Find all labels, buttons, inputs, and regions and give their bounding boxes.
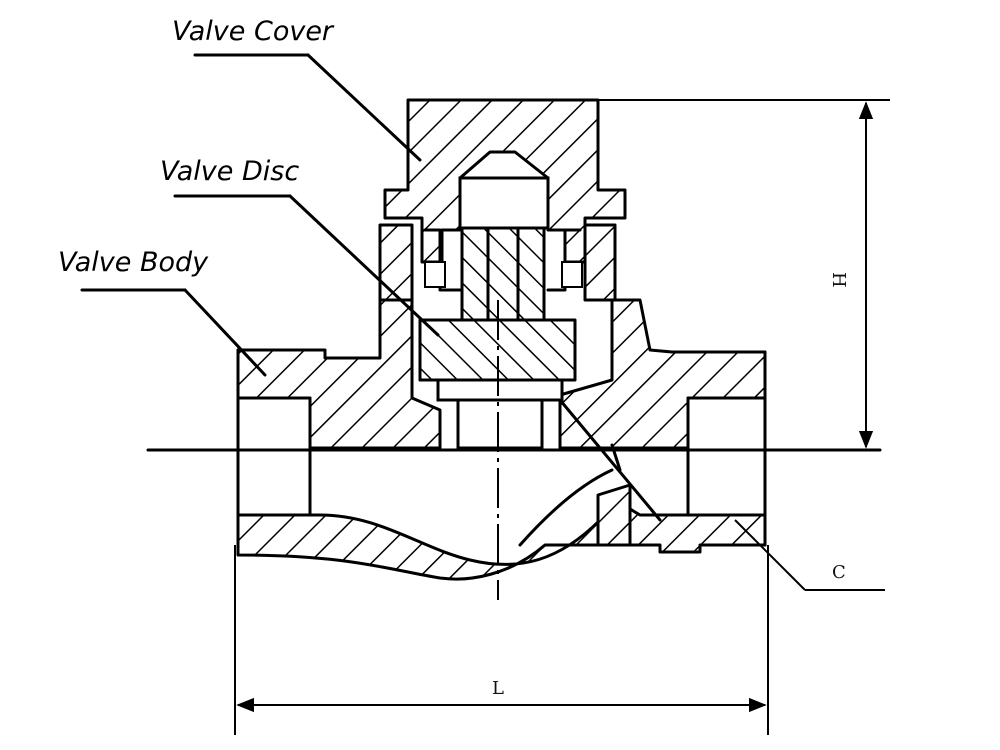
valve-body-label: Valve Body (58, 247, 209, 278)
body-neck (378, 223, 414, 302)
dimension-h-label: H (828, 272, 849, 288)
valve-disc-stem (458, 176, 550, 230)
dimension-c-label: C (832, 562, 846, 583)
dimension-l-label: L (492, 678, 504, 699)
valve-disc-label: Valve Disc (160, 156, 299, 187)
valve-cover-label: Valve Cover (172, 16, 335, 47)
body-left-upper (236, 298, 442, 450)
valve-cover (383, 98, 627, 264)
body-lower (236, 496, 767, 581)
body-right-upper (558, 298, 767, 450)
